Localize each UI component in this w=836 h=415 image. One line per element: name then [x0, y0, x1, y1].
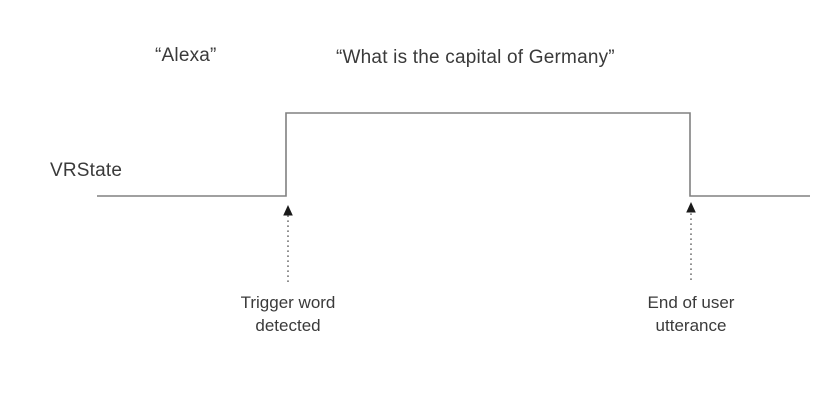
- marker-end-of-user-utterance: [686, 202, 696, 280]
- up-arrow-icon: [686, 202, 696, 213]
- speech-label-trigger: “Alexa”: [155, 45, 217, 66]
- speech-label-query: “What is the capital of Germany”: [336, 47, 615, 68]
- annotation-line-1: End of user: [647, 293, 735, 312]
- annotation-line-1: Trigger word: [240, 293, 336, 312]
- annotation-end-of-user-utterance: End of user utterance: [648, 292, 735, 338]
- annotation-line-2: detected: [255, 315, 321, 335]
- annotation-line-2: utterance: [655, 315, 727, 335]
- up-arrow-icon: [283, 205, 293, 216]
- signal-name-label: VRState: [50, 160, 123, 181]
- vrstate-waveform-path: [97, 112, 810, 197]
- annotation-trigger-word-detected: Trigger word detected: [241, 292, 336, 338]
- marker-trigger-word-detected: [283, 205, 293, 282]
